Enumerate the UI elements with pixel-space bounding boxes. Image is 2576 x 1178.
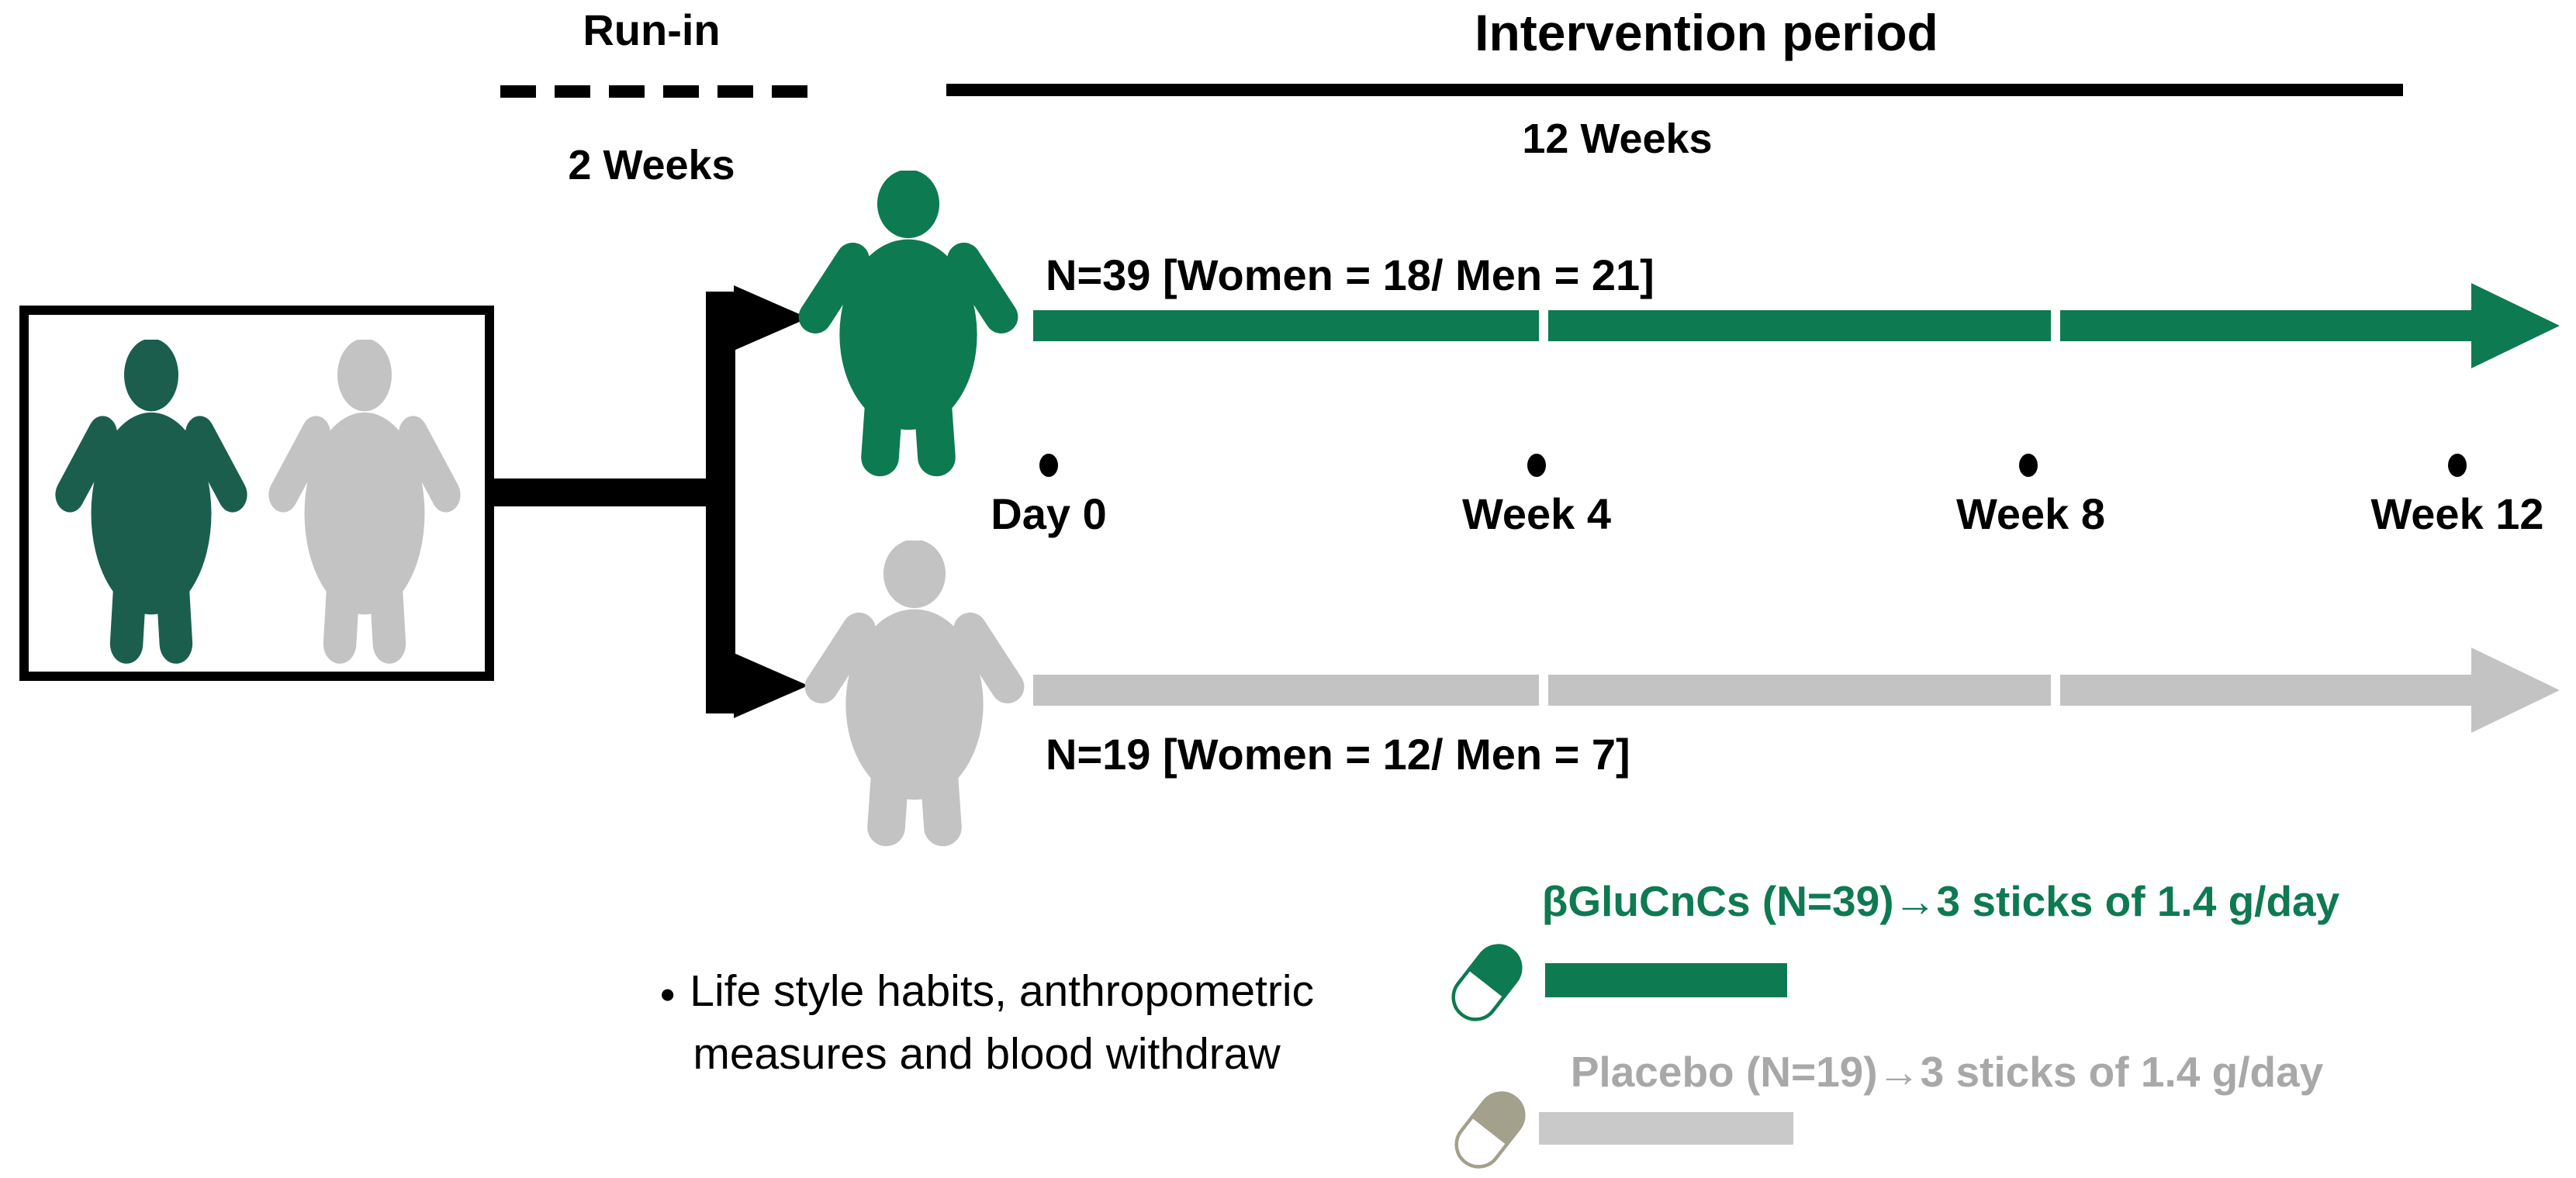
timepoint-dot-week8	[2019, 454, 2038, 477]
timepoint-dot-week12	[2448, 454, 2467, 477]
placebo-arrowhead-icon	[2471, 648, 2560, 733]
treatment-arrow-segment-3	[2060, 310, 2471, 341]
runin-duration-label: 2 Weeks	[568, 142, 735, 188]
bracket-connector-line	[494, 478, 707, 506]
placebo-stick-swatch	[1539, 1112, 1793, 1145]
treatment-capsule-icon	[1439, 931, 1536, 1035]
intervention-solid-line	[946, 84, 2403, 96]
timepoint-dot-day0	[1039, 454, 1058, 477]
treatment-arrow-segment-1	[1033, 310, 1539, 341]
bracket-bottom-arrowhead-icon	[734, 653, 808, 718]
measurement-note-line2: measures and blood withdraw	[693, 1028, 1281, 1079]
runin-period-title: Run-in	[583, 5, 721, 54]
placebo-group-label: N=19 [Women = 12/ Men = 7]	[1046, 730, 1630, 779]
timepoint-label-week4: Week 4	[1462, 489, 1611, 538]
treatment-arrowhead-icon	[2471, 283, 2560, 368]
placebo-capsule-icon	[1442, 1078, 1539, 1178]
placebo-arrow-segment-3	[2060, 675, 2471, 706]
runin-dashed-line	[500, 85, 818, 98]
treatment-stick-swatch	[1545, 963, 1787, 997]
obese-person-gray-icon	[268, 340, 462, 668]
timepoint-label-week12: Week 12	[2370, 489, 2544, 538]
measurement-note-line1: ●Life style habits, anthropometric	[659, 966, 1315, 1016]
treatment-group-label: N=39 [Women = 18/ Men = 21]	[1046, 250, 1655, 299]
timepoint-label-day0: Day 0	[991, 489, 1107, 538]
legend-placebo-label: Placebo (N=19)→3 sticks of 1.4 g/day	[1570, 1048, 2324, 1096]
bullet-dot-icon: ●	[659, 978, 676, 1009]
placebo-arrow-segment-2	[1548, 675, 2051, 706]
intervention-duration-label: 12 Weeks	[1522, 116, 1713, 162]
legend-treatment-label: βGluCnCs (N=39)→3 sticks of 1.4 g/day	[1541, 877, 2340, 925]
timepoint-dot-week4	[1527, 454, 1546, 477]
placebo-group-person-icon	[804, 541, 1025, 851]
treatment-group-person-icon	[797, 171, 1019, 481]
measurement-note: ●Life style habits, anthropometric measu…	[659, 960, 1314, 1086]
obese-person-green-icon	[54, 340, 248, 668]
bracket-vertical-line	[706, 292, 735, 713]
placebo-arrow-segment-1	[1033, 675, 1539, 706]
timepoint-label-week8: Week 8	[1956, 489, 2105, 538]
intervention-period-title: Intervention period	[1475, 4, 1938, 61]
treatment-arrow-segment-2	[1548, 310, 2051, 341]
